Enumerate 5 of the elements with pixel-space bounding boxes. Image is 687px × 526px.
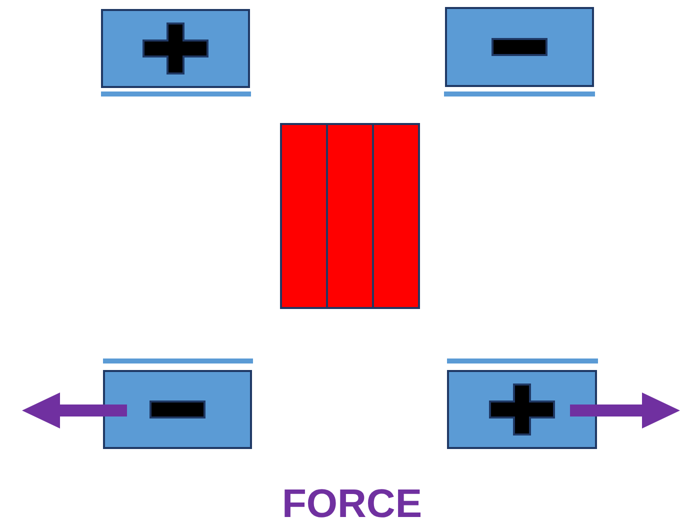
magnet-bar [280,123,328,309]
magnet-bar [372,123,420,309]
magnet-bar [326,123,374,309]
force-label: FORCE [282,482,422,526]
charge-plate [445,7,594,87]
